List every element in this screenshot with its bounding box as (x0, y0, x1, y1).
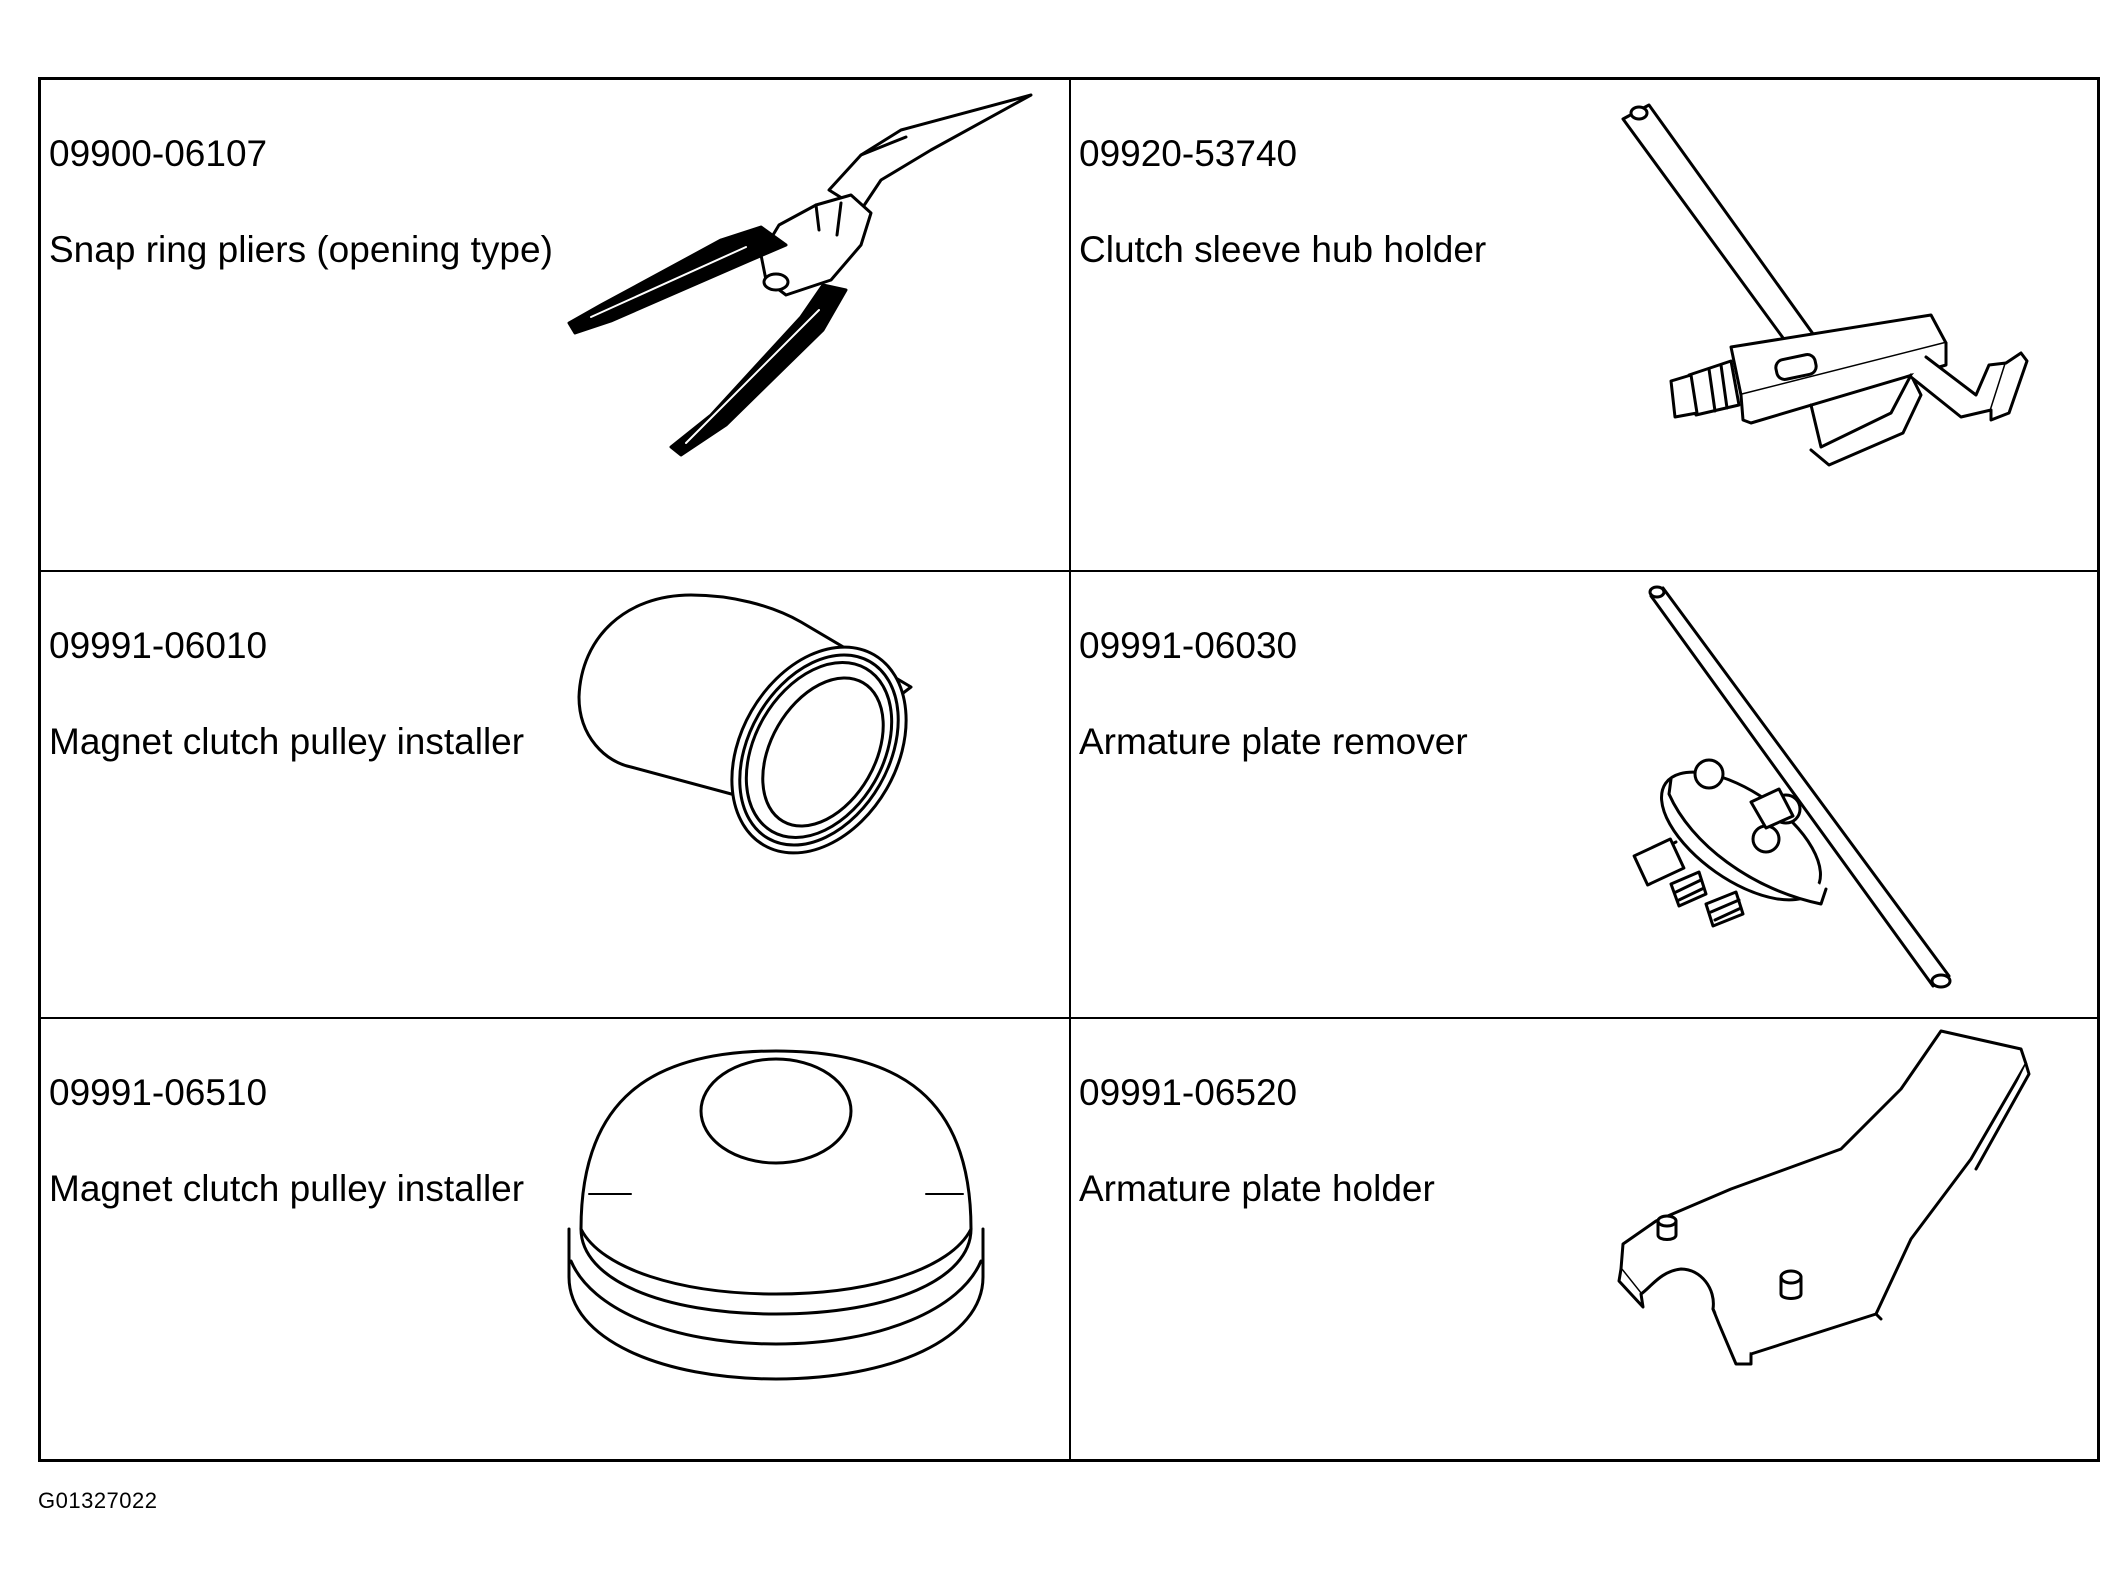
tool-cell-snap-ring-pliers: 09900-06107 Snap ring pliers (opening ty… (41, 80, 1069, 570)
part-number: 09991-06030 (1079, 625, 1298, 666)
part-number: 09991-06520 (1079, 1072, 1298, 1113)
part-number: 09900-06107 (49, 133, 268, 174)
tool-label: 09991-06030 Armature plate remover (1079, 574, 1599, 814)
row-divider (41, 1017, 2097, 1019)
snap-ring-pliers-icon (567, 93, 1033, 457)
tool-name: Magnet clutch pulley installer (49, 721, 525, 762)
row-divider (41, 570, 2097, 572)
tool-cell-armature-plate-holder: 09991-06520 Armature plate holder (1071, 1019, 2097, 1459)
tool-name: Armature plate remover (1079, 721, 1468, 762)
tool-label: 09900-06107 Snap ring pliers (opening ty… (49, 82, 569, 322)
tool-label: 09991-06520 Armature plate holder (1079, 1021, 1599, 1261)
tool-name: Snap ring pliers (opening type) (49, 229, 553, 270)
tool-cell-armature-plate-remover: 09991-06030 Armature plate remover (1071, 572, 2097, 1017)
tool-label: 09991-06010 Magnet clutch pulley install… (49, 574, 609, 814)
figure-id: G01327022 (38, 1488, 158, 1513)
tool-name: Clutch sleeve hub holder (1079, 229, 1487, 270)
part-number: 09991-06510 (49, 1072, 268, 1113)
pulley-installer-cap-icon (567, 1049, 985, 1381)
armature-plate-holder-icon (1617, 1029, 2031, 1366)
tool-cell-pulley-installer-1: 09991-06010 Magnet clutch pulley install… (41, 572, 1069, 1017)
tool-label: 09991-06510 Magnet clutch pulley install… (49, 1021, 609, 1261)
tool-label: 09920-53740 Clutch sleeve hub holder (1079, 82, 1599, 322)
tool-cell-pulley-installer-2: 09991-06510 Magnet clutch pulley install… (41, 1019, 1069, 1459)
part-number: 09991-06010 (49, 625, 268, 666)
tool-name: Magnet clutch pulley installer (49, 1168, 525, 1209)
special-tools-table: 09900-06107 Snap ring pliers (opening ty… (38, 77, 2100, 1462)
armature-plate-remover-icon (1632, 585, 1952, 989)
column-divider (1069, 80, 1071, 1459)
tool-name: Armature plate holder (1079, 1168, 1435, 1209)
pulley-installer-cylinder-icon (577, 593, 913, 855)
part-number: 09920-53740 (1079, 133, 1298, 174)
tool-cell-hub-holder: 09920-53740 Clutch sleeve hub holder (1071, 80, 2097, 570)
hub-holder-icon (1621, 103, 2029, 467)
